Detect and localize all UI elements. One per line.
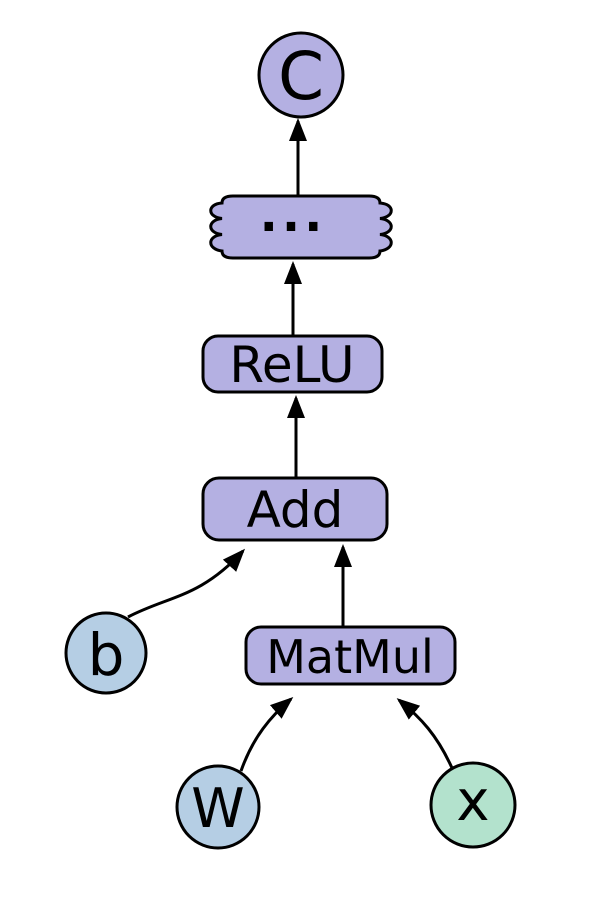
- node-relu: ReLU: [201, 334, 384, 394]
- add-node-box: [201, 476, 389, 542]
- weight-node-label: W: [191, 777, 244, 840]
- input-node-circle: [429, 761, 517, 849]
- nodes-group: C ... ReLU Add b: [64, 31, 517, 850]
- output-node-label: C: [278, 38, 324, 115]
- node-add: Add: [201, 476, 389, 542]
- node-output: C: [257, 31, 345, 119]
- add-node-label: Add: [247, 481, 344, 539]
- node-weight: W: [175, 764, 261, 850]
- input-node-label: x: [456, 769, 489, 834]
- bias-node-label: b: [88, 621, 125, 689]
- node-input: x: [429, 761, 517, 849]
- bias-node-circle: [64, 611, 148, 695]
- output-node-circle: [257, 31, 345, 119]
- node-matmul: MatMul: [244, 625, 457, 686]
- matmul-node-label: MatMul: [266, 630, 434, 684]
- matmul-node-box: [244, 625, 457, 686]
- collapsed-node-label: ...: [260, 187, 327, 243]
- weight-node-circle: [175, 764, 261, 850]
- edge-bias-to-add: [127, 548, 246, 619]
- relu-node-box: [201, 334, 384, 394]
- relu-node-label: ReLU: [229, 336, 354, 394]
- node-collapsed: ...: [209, 187, 393, 260]
- edge-input-to-matmul: [396, 698, 454, 769]
- collapsed-node-box: [209, 194, 393, 260]
- edges-group: [127, 118, 454, 772]
- node-bias: b: [64, 611, 148, 695]
- edge-weight-to-matmul: [239, 697, 294, 772]
